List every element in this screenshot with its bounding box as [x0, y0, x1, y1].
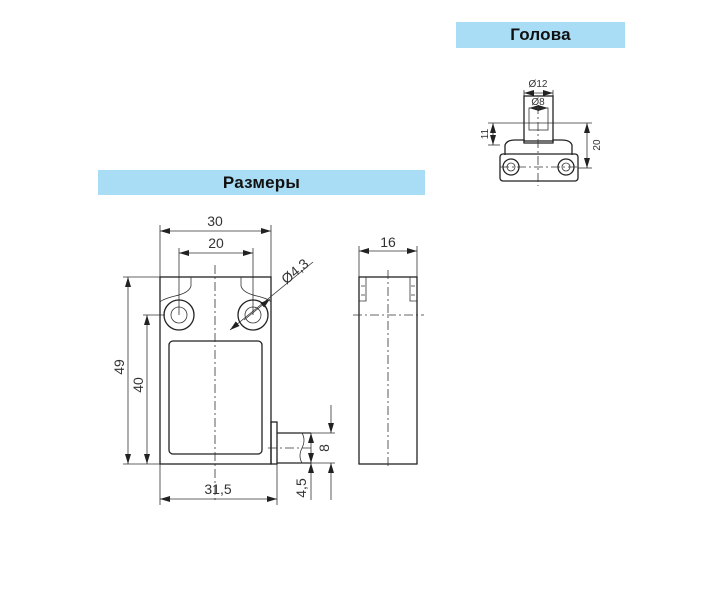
dimensions-title-bar: Размеры [98, 170, 425, 195]
front-view: 30 20 Ø4,3 49 40 8 4,5 31,5 [111, 213, 335, 505]
dim-width-with-connector: 31,5 [204, 481, 231, 497]
dim-height-total: 49 [111, 359, 127, 375]
dim-height-holes: 40 [130, 377, 146, 393]
dimensions-title: Размеры [222, 172, 301, 192]
head-title-bar: Голова [456, 22, 625, 48]
dim-connector-height: 8 [316, 444, 332, 452]
dim-hole-spacing: 20 [208, 235, 224, 251]
dim-connector-offset: 4,5 [293, 478, 309, 498]
side-view: 16 [353, 234, 424, 466]
head-dim-height-total: 20 [592, 139, 603, 151]
head-dim-height-small: 11 [480, 128, 491, 139]
head-title: Голова [510, 25, 571, 44]
dim-depth: 16 [380, 234, 396, 250]
dim-hole-diameter: Ø4,3 [278, 255, 312, 287]
head-dim-inner-diameter: Ø8 [531, 97, 545, 108]
head-view: Ø12 Ø8 11 20 [480, 79, 603, 186]
dim-width: 30 [207, 213, 223, 229]
head-dim-outer-diameter: Ø12 [529, 79, 548, 90]
